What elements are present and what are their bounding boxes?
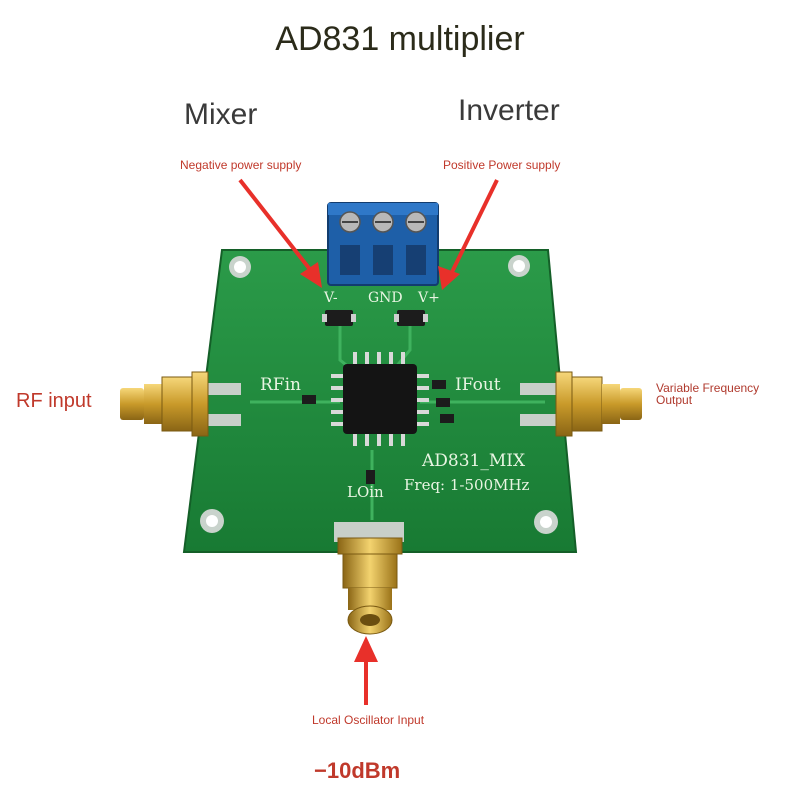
terminal-screw-3 [405,211,427,233]
pcb-board: V- GND V+ RFin IFout AD831_MIX Freq: 1-5… [182,249,578,553]
lo-level-label: −10dBm [314,758,401,783]
inverter-label: Inverter [458,94,560,127]
local-oscillator-arrow [354,636,378,705]
positive-power-label: Positive Power supply [443,158,561,172]
silk-board-name: AD831_MIX [421,451,526,471]
lo-input-sma-connector [334,522,404,635]
silk-v-minus: V- [323,290,338,306]
silk-gnd: GND [368,290,403,306]
negative-power-label: Negative power supply [180,158,302,172]
mounting-hole-bottom-left [200,509,224,533]
variable-frequency-line1: Variable Frequency [656,381,760,395]
power-terminal-block [327,202,439,286]
local-oscillator-label: Local Oscillator Input [312,713,425,727]
mounting-hole-bottom-right [534,510,558,534]
silk-v-plus: V+ [417,290,440,306]
annotation-arrows [238,178,499,705]
silk-ifout: IFout [455,375,501,395]
terminal-screw-1 [339,211,361,233]
silk-loin: LOin [347,483,384,501]
positive-power-arrow [438,179,499,290]
rf-input-sma-connector [120,371,209,437]
variable-frequency-label: Variable Frequency Output [656,382,759,406]
mounting-hole-top-left [229,256,251,278]
silk-rfin: RFin [260,375,301,395]
mounting-hole-top-right [508,255,530,277]
variable-frequency-line2: Output [656,393,693,407]
rf-input-label: RF input [16,390,92,412]
page-title: AD831 multiplier [275,20,525,58]
mixer-label: Mixer [184,98,258,131]
ad831-ic [331,352,429,446]
silk-freq: Freq: 1-500MHz [404,476,530,494]
if-output-sma-connector [555,371,642,437]
negative-power-arrow [238,178,322,288]
terminal-screw-2 [372,211,394,233]
